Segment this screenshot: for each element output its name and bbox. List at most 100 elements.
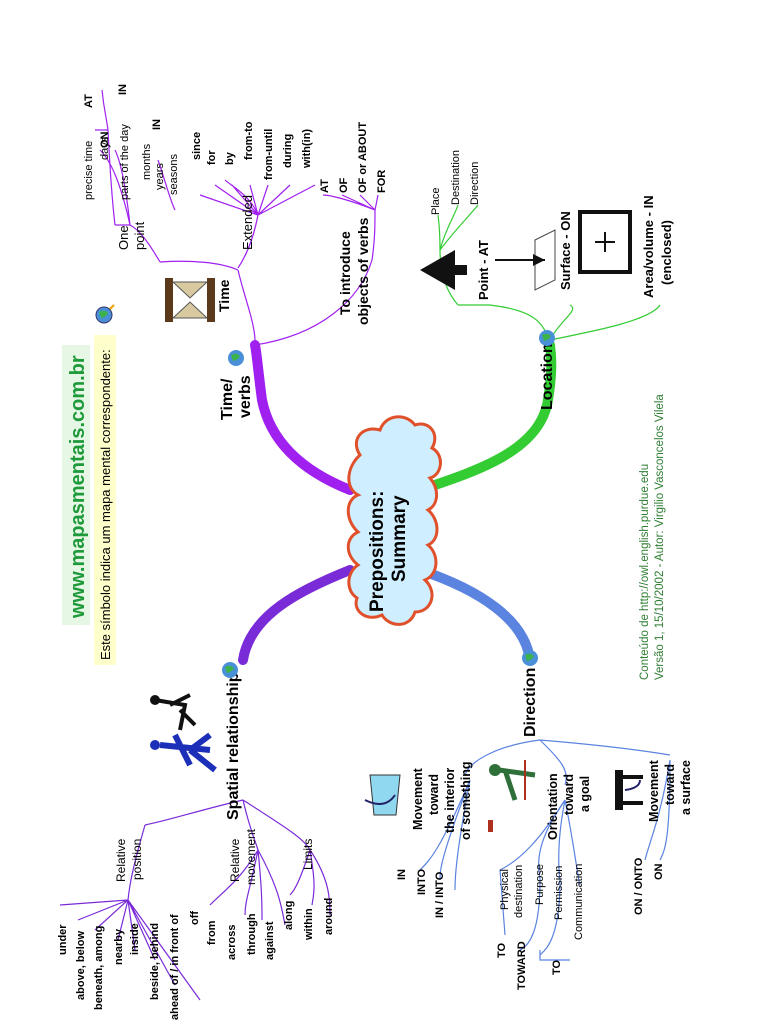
obj-of-about: OF or ABOUT	[357, 122, 369, 193]
ext-during: during	[282, 134, 294, 168]
interior-line4: of something	[459, 762, 473, 840]
relative-movement-line1: Relative	[228, 838, 242, 882]
time-verbs-globe-icon[interactable]	[228, 350, 244, 366]
precise-time-label: precise time	[83, 141, 95, 200]
table-icon	[615, 770, 643, 810]
orientation-line2: toward	[562, 774, 576, 815]
orientation-line1: Orientation	[546, 773, 560, 840]
time-label: Time	[216, 279, 232, 312]
years-label: years	[154, 163, 166, 190]
seasons-label: seasons	[168, 154, 180, 195]
place-label: Place	[430, 187, 442, 215]
dir-on-onto: ON / ONTO	[633, 857, 645, 915]
site-url[interactable]: www.mapasmentais.com.br	[67, 355, 89, 619]
spatial-sub-branches	[59, 799, 331, 1001]
dir-into: INTO	[416, 868, 428, 895]
hourglass-icon	[165, 278, 215, 322]
credits-line1: Conteúdo de http://owl.english.purdue.ed…	[639, 464, 651, 680]
branch-spatial-line	[238, 565, 355, 665]
direction-sublabel: Direction	[469, 162, 481, 205]
time-verbs-label-line1: Time/	[219, 378, 236, 420]
bucket-icon	[364, 774, 401, 816]
ext-since: since	[191, 132, 203, 160]
days-label: days	[99, 136, 111, 160]
interior-line2: toward	[427, 774, 441, 815]
physical-dest-line2: destination	[513, 865, 525, 918]
mov-across: across	[226, 925, 238, 960]
direction-globe-icon[interactable]	[522, 650, 538, 666]
symbol-note: Este símbolo indica um mapa mental corre…	[98, 349, 113, 660]
surface-icon	[495, 229, 556, 291]
relative-movement-line2: movement	[244, 828, 258, 885]
credits-line2: Versão 1, 15/10/2002 - Autor: Virgilio V…	[654, 394, 666, 680]
destination-label: Destination	[450, 150, 462, 205]
surface-move-line3: a surface	[679, 760, 693, 815]
area-label-line1: Area/volume - IN	[641, 195, 656, 298]
pos-beside-behind: beside, behind	[149, 923, 161, 1000]
person-blue-icon	[150, 732, 217, 773]
ext-for: for	[206, 150, 218, 165]
time-on: ON	[99, 131, 111, 148]
time-verbs-label-line2: verbs	[237, 375, 254, 418]
obj-of: OF	[338, 177, 350, 193]
cone-icon	[420, 250, 467, 290]
location-globe-icon[interactable]	[539, 330, 555, 346]
pos-nearby: nearby	[113, 928, 125, 965]
location-sub-branches	[437, 204, 661, 346]
ext-from-until: from-until	[263, 129, 275, 180]
purpose-label: Purpose	[534, 864, 546, 905]
objects-label-line2: objects of verbs	[355, 217, 371, 325]
permission-label: Permission	[553, 866, 565, 920]
obj-for: FOR	[376, 170, 388, 193]
spatial-label: Spatial relationship	[225, 672, 242, 820]
location-label: Location	[539, 343, 556, 410]
symbol-note-box	[94, 335, 116, 665]
relative-position-line2: position	[130, 839, 144, 880]
branch-location-line	[415, 340, 557, 495]
pos-ahead-of: ahead of / in front of	[169, 914, 181, 1020]
pos-under: under	[57, 924, 69, 955]
mov-through: through	[246, 913, 258, 955]
interior-line1: Movement	[411, 767, 425, 830]
spatial-globe-icon[interactable]	[222, 662, 238, 678]
time-at: AT	[83, 94, 95, 108]
branch-direction-line	[415, 565, 535, 665]
center-title-line2: Summary	[389, 495, 410, 582]
mov-from: from	[206, 920, 218, 945]
center-cloud: Prepositions: Summary	[346, 415, 442, 626]
one-point-line1: One	[116, 225, 131, 250]
dir-in: IN	[396, 869, 408, 880]
dir-to: TO	[496, 942, 508, 958]
lim-along: along	[283, 901, 295, 930]
pos-inside: inside	[129, 923, 141, 955]
mov-against: against	[264, 921, 276, 960]
globe-icon[interactable]	[95, 304, 115, 324]
objects-label-line1: To introduce	[337, 231, 353, 315]
center-title-line1: Prepositions:	[367, 491, 388, 612]
obj-at: AT	[319, 179, 331, 193]
runner-figures-icon	[150, 693, 197, 731]
direction-sub-branches	[419, 739, 671, 956]
parts-of-day-label: parts of the day	[119, 124, 131, 200]
ext-by: by	[224, 151, 236, 165]
lim-within: within	[303, 908, 315, 941]
site-banner	[62, 345, 90, 625]
area-icon	[578, 210, 632, 274]
dir-to-2: TO	[551, 959, 563, 975]
point-at-label: Point - AT	[476, 240, 491, 300]
surface-move-line2: toward	[663, 764, 677, 805]
limits-label: Limits	[301, 839, 315, 870]
dir-toward: TOWARD	[516, 941, 528, 990]
relative-position-line1: Relative	[114, 838, 128, 882]
area-label-line2: (enclosed)	[659, 220, 674, 285]
interior-line3: the interior	[443, 768, 457, 833]
ext-from-to: from-to	[243, 121, 255, 160]
surface-move-line1: Movement	[647, 759, 661, 822]
time-in-1: IN	[117, 84, 129, 95]
pos-beneath-among: beneath, among	[93, 926, 105, 1010]
time-sub-branches	[95, 89, 379, 346]
months-label: months	[141, 143, 153, 180]
lim-around: around	[323, 898, 335, 935]
